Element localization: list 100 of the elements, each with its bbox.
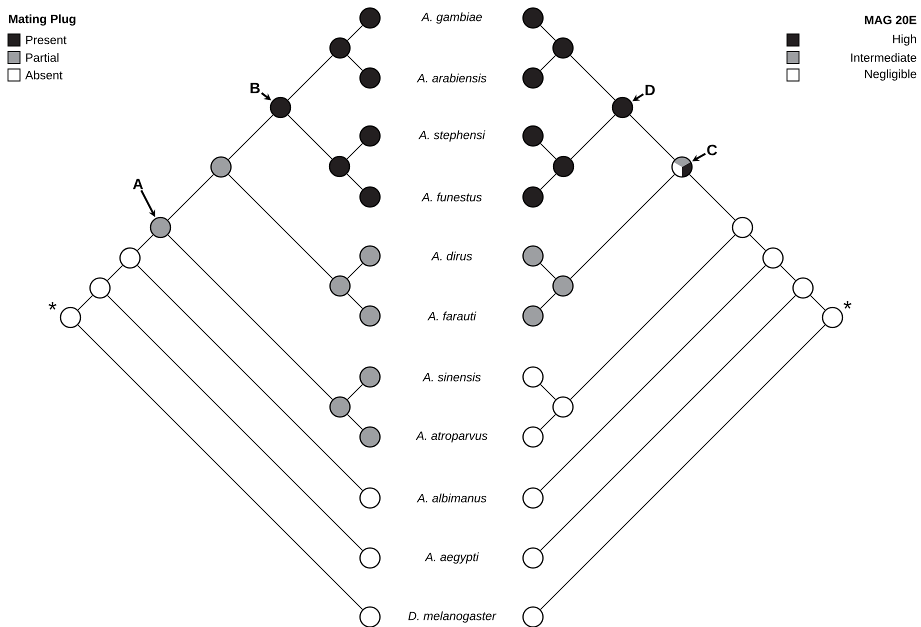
- state-circle: [359, 426, 381, 448]
- branch-line: [540, 293, 556, 309]
- state-circle: [552, 156, 574, 178]
- branch-line: [288, 114, 332, 160]
- state-circle: [359, 305, 381, 327]
- state-circle: [329, 275, 351, 297]
- legend-label: Absent: [25, 70, 62, 80]
- branch-line: [540, 295, 796, 551]
- species-name: A. atroparvus: [416, 432, 488, 442]
- branch-line: [137, 234, 154, 251]
- species-name: A. albimanus: [416, 494, 486, 502]
- branch-line: [347, 263, 363, 279]
- state-circle: [822, 300, 852, 328]
- state-circle: [792, 277, 814, 299]
- branch-line: [540, 265, 766, 491]
- clade-letter: D: [646, 84, 655, 96]
- species-name: A. farauti: [427, 312, 476, 320]
- state-circle: [522, 125, 544, 147]
- state-circle: [522, 366, 544, 388]
- state-circle: [552, 37, 574, 59]
- state-circle: [359, 67, 381, 89]
- state-circle: [359, 7, 381, 29]
- branch-line: [168, 234, 333, 400]
- species-name: A. dirus: [431, 252, 472, 260]
- branch-line: [750, 234, 766, 251]
- state-circle: [522, 305, 544, 327]
- species-name: A. arabiensis: [416, 74, 486, 82]
- branch-line: [570, 174, 675, 279]
- legend-label: Partial: [26, 53, 58, 62]
- state-circle: [522, 186, 544, 208]
- branch-line: [570, 234, 736, 400]
- branch-line: [137, 265, 363, 491]
- state-circle: [522, 426, 544, 448]
- state-circle: [328, 156, 350, 178]
- legend-label: Present: [26, 36, 66, 44]
- species-name: A. funestus: [421, 192, 482, 202]
- state-circle: [522, 7, 544, 29]
- species-name: A. gambiae: [421, 12, 482, 24]
- branch-line: [78, 295, 93, 310]
- state-circle: [732, 216, 754, 238]
- state-circle: [762, 247, 784, 269]
- state-circle: [671, 156, 693, 178]
- branch-line: [346, 174, 363, 190]
- state-circle: [150, 216, 172, 238]
- state-circle: [359, 186, 381, 208]
- clade-letter: C: [707, 144, 717, 156]
- branch-line: [540, 143, 556, 160]
- state-circle: [522, 67, 544, 89]
- species-name: A. aegypti: [424, 552, 479, 564]
- state-circle: [359, 487, 381, 509]
- branch-line: [228, 174, 333, 279]
- branch-line: [540, 384, 556, 400]
- branch-line: [168, 174, 214, 220]
- branch-line: [540, 55, 556, 71]
- branch-line: [107, 265, 123, 281]
- branch-line: [570, 55, 616, 100]
- branch-line: [540, 324, 826, 610]
- branch-line: [689, 174, 736, 220]
- branch-line: [78, 324, 363, 610]
- species-name: D. melanogaster: [408, 611, 496, 623]
- state-circle: [359, 366, 381, 388]
- species-name: A. sinensis: [422, 372, 481, 382]
- state-circle: [552, 275, 574, 297]
- branch-line: [347, 384, 363, 400]
- asterisk: *: [844, 300, 852, 309]
- branch-line: [630, 114, 675, 160]
- state-circle: [89, 277, 111, 299]
- branch-line: [570, 114, 616, 160]
- branch-line: [347, 25, 363, 41]
- branch-line: [540, 174, 556, 190]
- clade-letter: A: [132, 178, 144, 190]
- state-circle: [522, 245, 544, 267]
- branch-line: [228, 114, 274, 160]
- branch-line: [540, 263, 556, 279]
- state-circle: [359, 245, 381, 267]
- asterisk: *: [48, 302, 56, 310]
- branch-line: [346, 143, 363, 160]
- branch-line: [780, 265, 796, 281]
- state-circle: [270, 96, 292, 118]
- state-circle: [612, 96, 634, 118]
- state-circle: [48, 302, 82, 328]
- state-circle: [522, 487, 544, 509]
- state-circle: [119, 247, 141, 269]
- state-circle: [359, 547, 381, 569]
- state-circle: [522, 547, 544, 569]
- clade-letter: B: [250, 82, 260, 94]
- state-circle: [329, 396, 351, 418]
- state-circle: [552, 396, 574, 418]
- branch-line: [107, 295, 363, 551]
- branch-line: [810, 295, 826, 310]
- legend-heading: MAG 20E: [864, 16, 916, 24]
- branch-line: [540, 414, 556, 430]
- legend-label: Negligible: [865, 69, 916, 81]
- species-name: A. stephensi: [418, 130, 486, 142]
- branch-line: [540, 25, 556, 41]
- state-circle: [329, 37, 351, 59]
- legend-label: High: [893, 34, 916, 46]
- branch-line: [347, 293, 363, 309]
- legend-heading: Mating Plug: [9, 14, 76, 26]
- branch-line: [288, 55, 333, 100]
